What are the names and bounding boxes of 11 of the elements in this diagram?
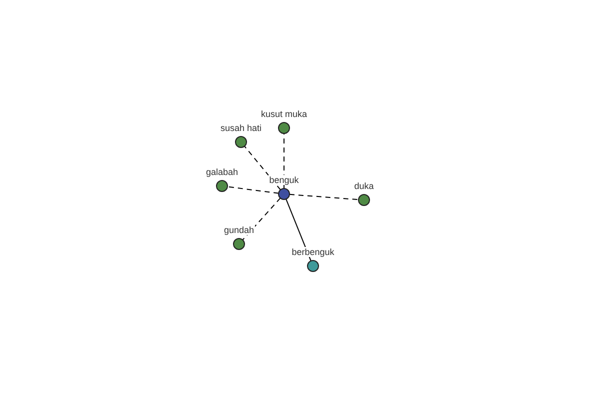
node-label: kusut muka — [260, 109, 308, 119]
node-label: duka — [353, 181, 375, 191]
node-label: berbenguk — [290, 247, 336, 257]
connector-line — [242, 198, 281, 240]
connector-line — [244, 146, 281, 190]
node-label: gundah — [222, 225, 256, 235]
node-label: susah hati — [219, 123, 263, 133]
connector-line — [288, 194, 360, 200]
connector-line — [226, 186, 280, 194]
node-label: benguk — [268, 175, 300, 185]
node-label: galabah — [204, 167, 240, 177]
